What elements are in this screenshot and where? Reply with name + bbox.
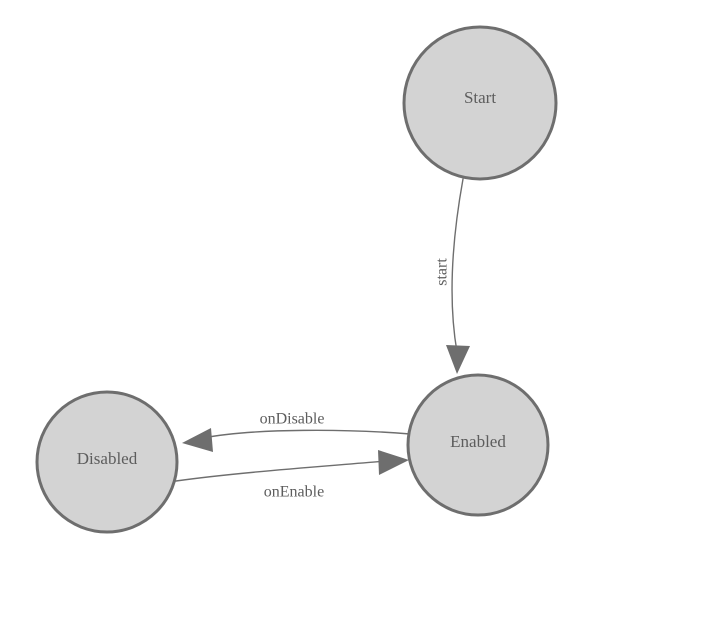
edge-path-disabled-to-enabled (175, 460, 387, 482)
node-label-enabled: Enabled (450, 432, 506, 451)
edge-label-start: start (434, 258, 451, 286)
edge-label-on-disable: onDisable (260, 411, 325, 428)
edge-start-to-enabled[interactable]: start (434, 178, 470, 374)
arrowhead-enabled-to-disabled (182, 428, 213, 452)
node-label-start: Start (464, 88, 496, 107)
edge-label-on-enable: onEnable (264, 484, 324, 501)
node-circle-enabled[interactable] (406, 373, 550, 517)
node-enabled[interactable]: Enabled (406, 373, 550, 517)
node-label-disabled: Disabled (77, 449, 138, 468)
node-disabled[interactable]: Disabled (35, 390, 179, 534)
edge-enabled-to-disabled[interactable]: onDisable (182, 411, 411, 452)
node-start[interactable]: Start (402, 25, 558, 181)
edge-path-start-to-enabled (451, 178, 464, 353)
arrowhead-disabled-to-enabled (378, 450, 409, 475)
node-circle-start[interactable] (402, 25, 558, 181)
edge-disabled-to-enabled[interactable]: onEnable (175, 450, 409, 501)
node-circle-disabled[interactable] (35, 390, 179, 534)
arrowhead-start-to-enabled (446, 345, 470, 374)
edge-path-enabled-to-disabled (202, 429, 411, 439)
